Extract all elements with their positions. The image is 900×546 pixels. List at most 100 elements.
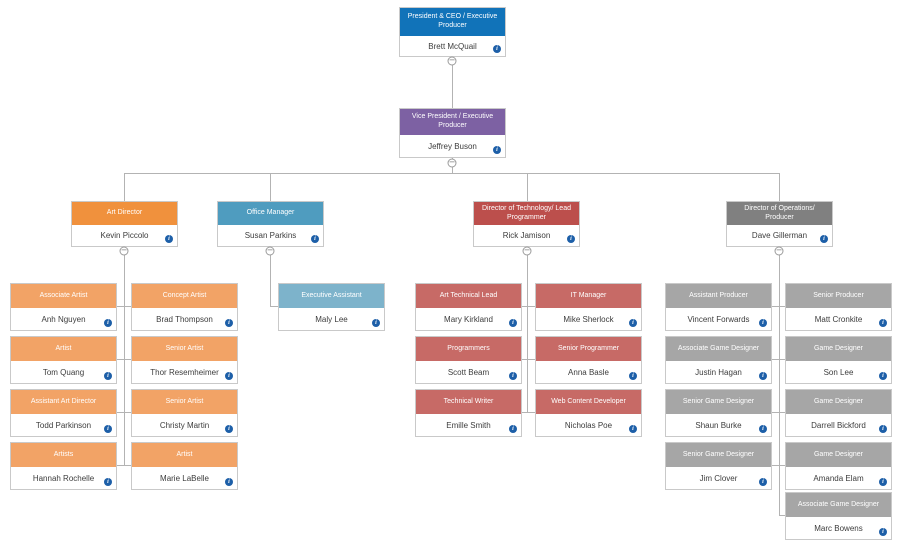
node-title: Senior Producer	[786, 284, 891, 308]
node-title: Game Designer	[786, 443, 891, 467]
org-node-senior-producer[interactable]: Senior Producer Matt Cronkite i	[785, 283, 892, 331]
collapse-toggle[interactable]: −	[447, 55, 457, 66]
info-icon[interactable]: i	[567, 235, 575, 243]
org-node-artist-2[interactable]: Artist Marie LaBelle i	[131, 442, 238, 490]
info-icon[interactable]: i	[820, 235, 828, 243]
info-icon[interactable]: i	[509, 319, 517, 327]
connector-line	[124, 173, 780, 174]
connector-line	[772, 412, 785, 413]
connector-line	[270, 173, 271, 201]
info-icon[interactable]: i	[225, 372, 233, 380]
collapse-toggle[interactable]: −	[119, 245, 129, 256]
node-person-name: Nicholas Poe	[564, 420, 613, 430]
org-node-ops-director[interactable]: Director of Operations/ Producer Dave Gi…	[726, 201, 833, 247]
node-title: Associate Artist	[11, 284, 116, 308]
info-icon[interactable]: i	[372, 319, 380, 327]
connector-line	[522, 359, 535, 360]
org-node-game-designer-2[interactable]: Game Designer Darrell Bickford i	[785, 389, 892, 437]
node-body: Dave Gillerman i	[727, 225, 832, 246]
org-node-senior-game-designer-1[interactable]: Senior Game Designer Shaun Burke i	[665, 389, 772, 437]
org-node-executive-assistant[interactable]: Executive Assistant Maly Lee i	[278, 283, 385, 331]
info-icon[interactable]: i	[165, 235, 173, 243]
info-icon[interactable]: i	[493, 146, 501, 154]
info-icon[interactable]: i	[879, 319, 887, 327]
collapse-toggle[interactable]: −	[774, 245, 784, 256]
node-title: Programmers	[416, 337, 521, 361]
node-person-name: Jeffrey Buson	[428, 141, 477, 151]
info-icon[interactable]: i	[759, 372, 767, 380]
org-node-senior-artist-1[interactable]: Senior Artist Thor Resemheimer i	[131, 336, 238, 384]
org-node-associate-artist[interactable]: Associate Artist Anh Nguyen i	[10, 283, 117, 331]
info-icon[interactable]: i	[759, 478, 767, 486]
node-body: Jeffrey Buson i	[400, 135, 505, 157]
connector-line	[270, 306, 278, 307]
info-icon[interactable]: i	[879, 372, 887, 380]
info-icon[interactable]: i	[629, 372, 637, 380]
org-node-game-designer-3[interactable]: Game Designer Amanda Elam i	[785, 442, 892, 490]
node-title: Artist	[11, 337, 116, 361]
info-icon[interactable]: i	[759, 319, 767, 327]
org-node-artists[interactable]: Artists Hannah Rochelle i	[10, 442, 117, 490]
org-node-vp[interactable]: Vice President / Executive Producer Jeff…	[399, 108, 506, 158]
info-icon[interactable]: i	[104, 372, 112, 380]
node-title: Director of Technology/ Lead Programmer	[474, 202, 579, 225]
org-node-associate-game-designer-2[interactable]: Associate Game Designer Marc Bowens i	[785, 492, 892, 540]
org-node-technical-writer[interactable]: Technical Writer Emille Smith i	[415, 389, 522, 437]
node-title: Art Director	[72, 202, 177, 225]
node-person-name: Amanda Elam	[813, 473, 864, 483]
info-icon[interactable]: i	[493, 45, 501, 53]
org-node-associate-game-designer-1[interactable]: Associate Game Designer Justin Hagan i	[665, 336, 772, 384]
org-node-senior-game-designer-2[interactable]: Senior Game Designer Jim Clover i	[665, 442, 772, 490]
info-icon[interactable]: i	[879, 425, 887, 433]
org-node-concept-artist[interactable]: Concept Artist Brad Thompson i	[131, 283, 238, 331]
node-person-name: Darrell Bickford	[811, 420, 866, 430]
org-node-web-content-developer[interactable]: Web Content Developer Nicholas Poe i	[535, 389, 642, 437]
node-person-name: Son Lee	[823, 367, 854, 377]
org-node-assistant-art-director[interactable]: Assistant Art Director Todd Parkinson i	[10, 389, 117, 437]
collapse-toggle[interactable]: −	[522, 245, 532, 256]
node-body: Mike Sherlock i	[536, 308, 641, 330]
info-icon[interactable]: i	[879, 528, 887, 536]
collapse-toggle[interactable]: −	[447, 157, 457, 168]
connector-line	[117, 412, 131, 413]
info-icon[interactable]: i	[104, 425, 112, 433]
org-node-game-designer-1[interactable]: Game Designer Son Lee i	[785, 336, 892, 384]
info-icon[interactable]: i	[104, 478, 112, 486]
org-node-senior-programmer[interactable]: Senior Programmer Anna Basle i	[535, 336, 642, 384]
org-node-it-manager[interactable]: IT Manager Mike Sherlock i	[535, 283, 642, 331]
info-icon[interactable]: i	[104, 319, 112, 327]
node-person-name: Marc Bowens	[814, 523, 863, 533]
info-icon[interactable]: i	[311, 235, 319, 243]
node-title: Executive Assistant	[279, 284, 384, 308]
connector-line	[522, 412, 535, 413]
org-node-tech-director[interactable]: Director of Technology/ Lead Programmer …	[473, 201, 580, 247]
org-node-art-director[interactable]: Art Director Kevin Piccolo i	[71, 201, 178, 247]
org-node-assistant-producer[interactable]: Assistant Producer Vincent Forwards i	[665, 283, 772, 331]
node-person-name: Marie LaBelle	[160, 473, 209, 483]
org-node-senior-artist-2[interactable]: Senior Artist Christy Martin i	[131, 389, 238, 437]
connector-line	[124, 245, 125, 465]
info-icon[interactable]: i	[629, 319, 637, 327]
info-icon[interactable]: i	[879, 478, 887, 486]
node-title: Senior Artist	[132, 337, 237, 361]
info-icon[interactable]: i	[225, 319, 233, 327]
node-title: IT Manager	[536, 284, 641, 308]
org-node-art-technical-lead[interactable]: Art Technical Lead Mary Kirkland i	[415, 283, 522, 331]
node-person-name: Kevin Piccolo	[100, 231, 149, 240]
info-icon[interactable]: i	[225, 425, 233, 433]
info-icon[interactable]: i	[629, 425, 637, 433]
node-body: Nicholas Poe i	[536, 414, 641, 436]
node-person-name: Susan Parkins	[244, 231, 297, 240]
info-icon[interactable]: i	[509, 372, 517, 380]
org-node-ceo[interactable]: President & CEO / Executive Producer Bre…	[399, 7, 506, 57]
org-node-programmers[interactable]: Programmers Scott Beam i	[415, 336, 522, 384]
node-body: Susan Parkins i	[218, 225, 323, 246]
org-node-office-manager[interactable]: Office Manager Susan Parkins i	[217, 201, 324, 247]
org-node-artist-1[interactable]: Artist Tom Quang i	[10, 336, 117, 384]
info-icon[interactable]: i	[509, 425, 517, 433]
info-icon[interactable]: i	[225, 478, 233, 486]
node-title: Director of Operations/ Producer	[727, 202, 832, 225]
collapse-toggle[interactable]: −	[265, 245, 275, 256]
info-icon[interactable]: i	[759, 425, 767, 433]
